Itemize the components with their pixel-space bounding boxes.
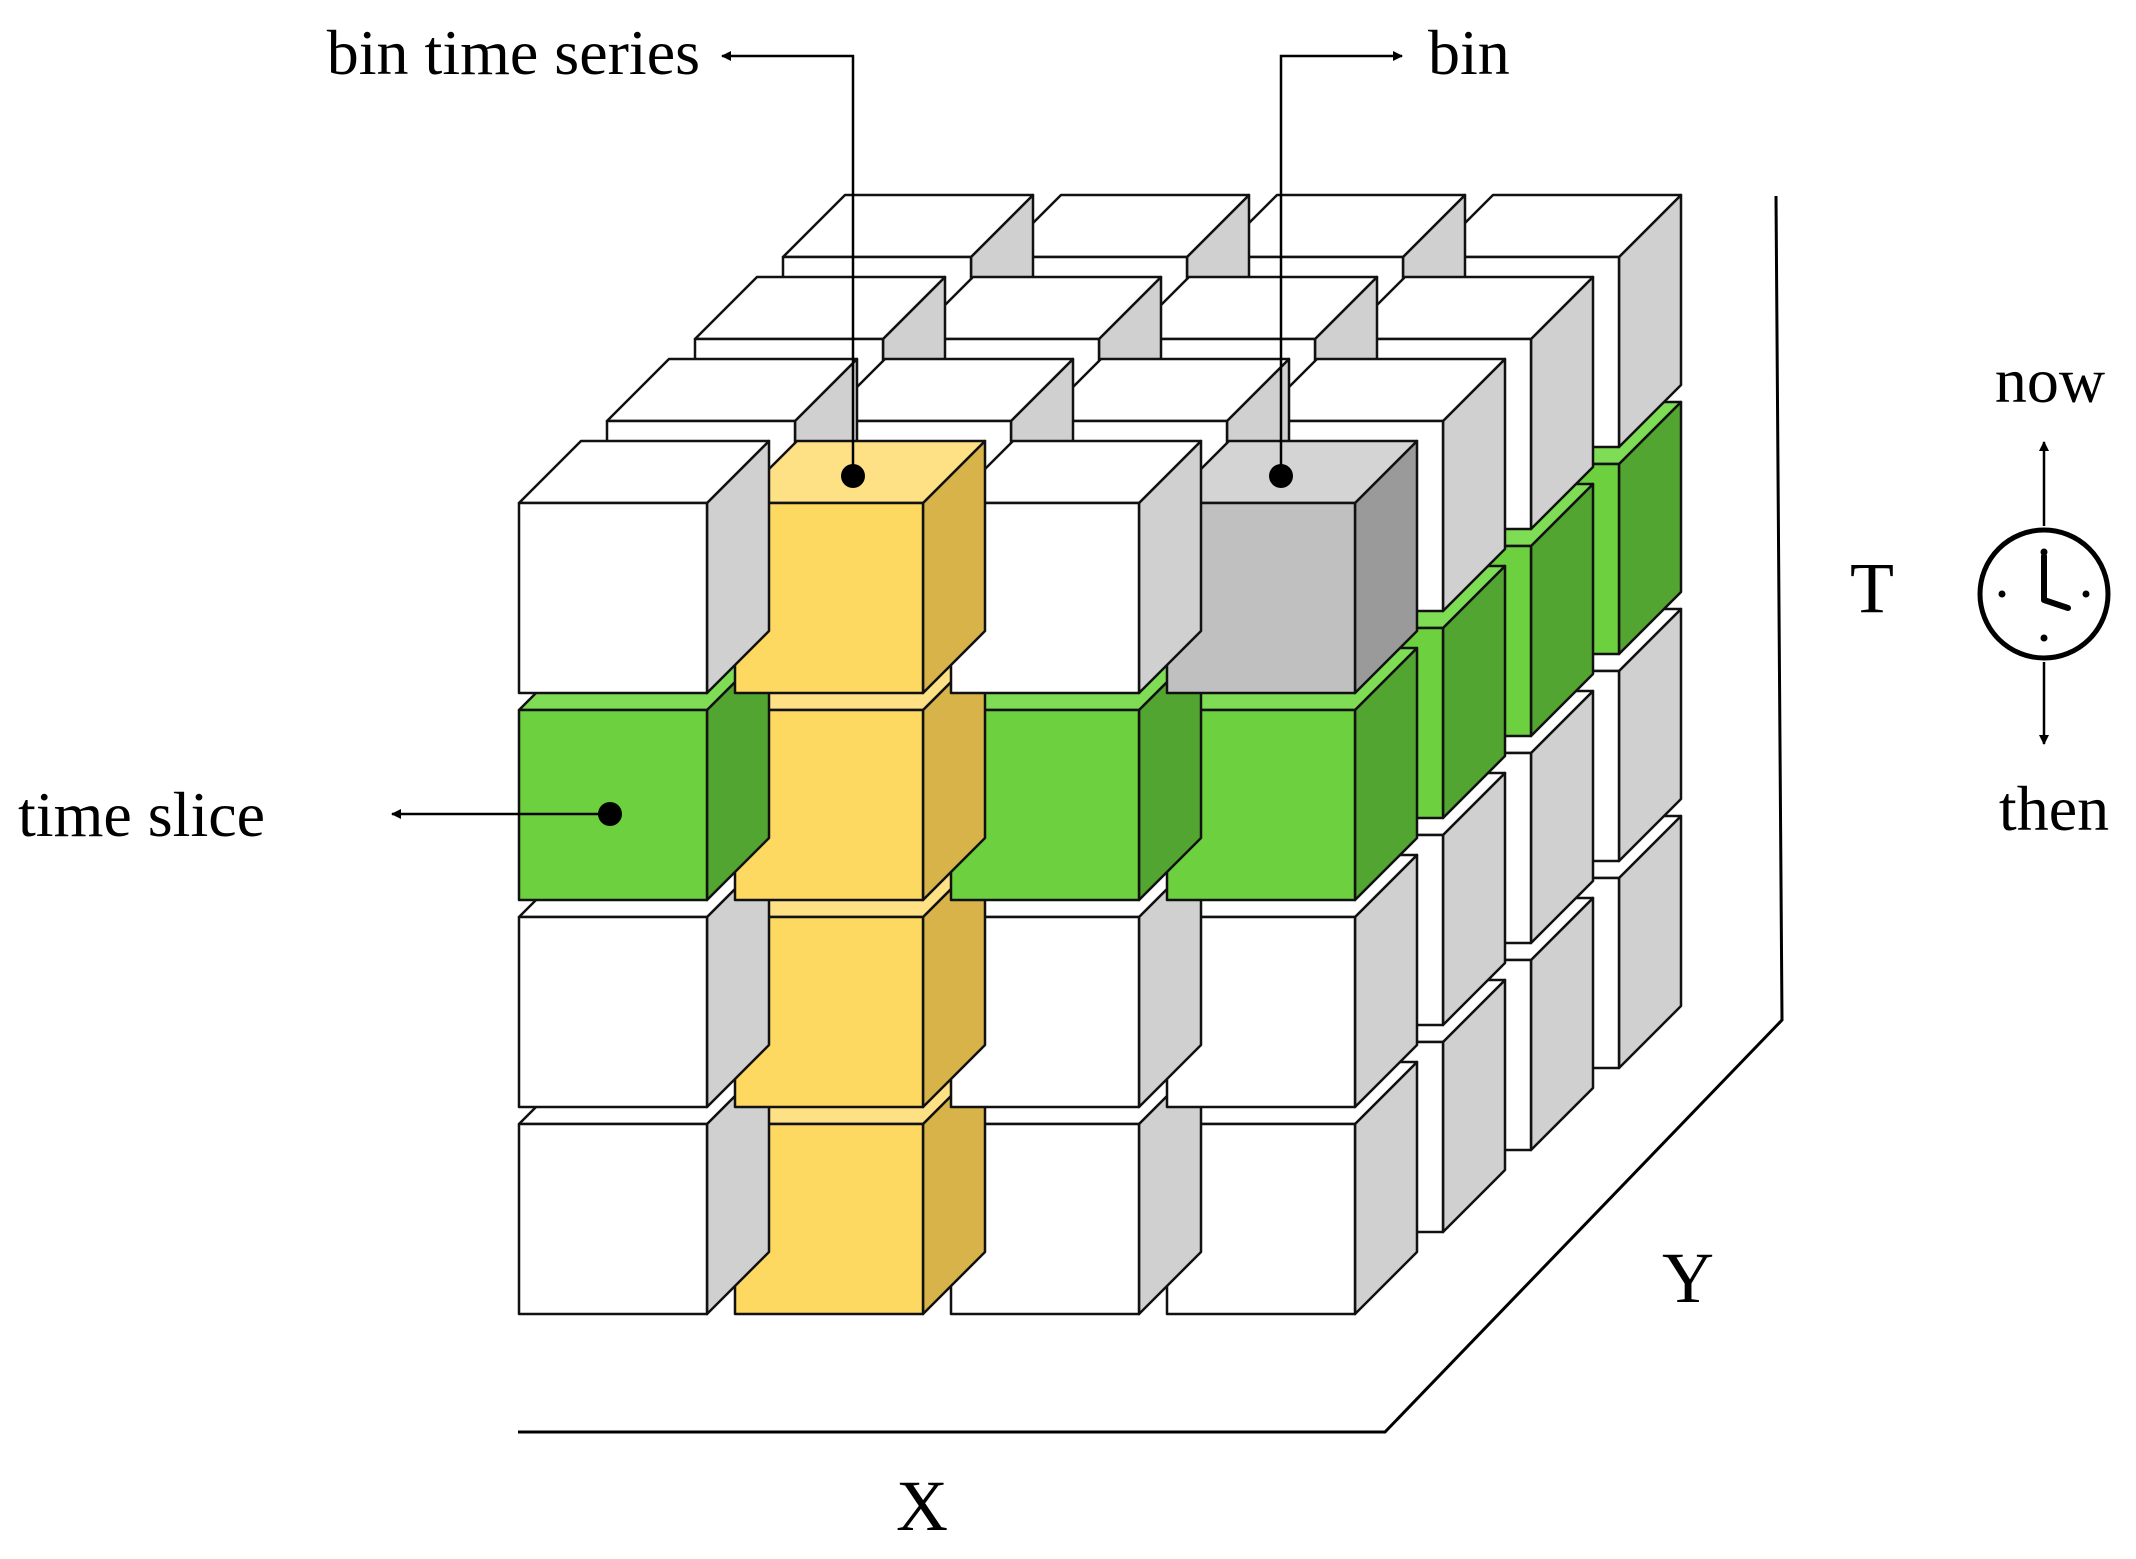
- axis-x-label: X: [896, 1466, 948, 1546]
- bin: [949, 439, 1203, 695]
- clock-icon: [1977, 527, 2111, 661]
- time-direction-indicator: now then: [1977, 345, 2111, 844]
- axis-t-label: T: [1850, 548, 1894, 628]
- bin: [517, 439, 771, 695]
- now-label: now: [1995, 345, 2105, 416]
- x-y-axis-line: [518, 195, 1784, 1434]
- time-slice-callout: time slice: [18, 779, 622, 850]
- cube-grid: [517, 193, 1683, 1316]
- bin-label: bin: [1428, 17, 1510, 88]
- bin-front-face: [517, 501, 709, 695]
- bin-front-face: [517, 915, 709, 1109]
- bin-time-series-label: bin time series: [327, 17, 700, 88]
- bin-time-series-callout: bin time series: [327, 17, 865, 488]
- axis-y-label: Y: [1662, 1238, 1714, 1318]
- time-slice-label: time slice: [18, 779, 265, 850]
- then-label: then: [1999, 773, 2109, 844]
- bin-front-face: [517, 1122, 709, 1316]
- bin-callout: bin: [1269, 17, 1510, 488]
- axes-frame: [518, 195, 1784, 1434]
